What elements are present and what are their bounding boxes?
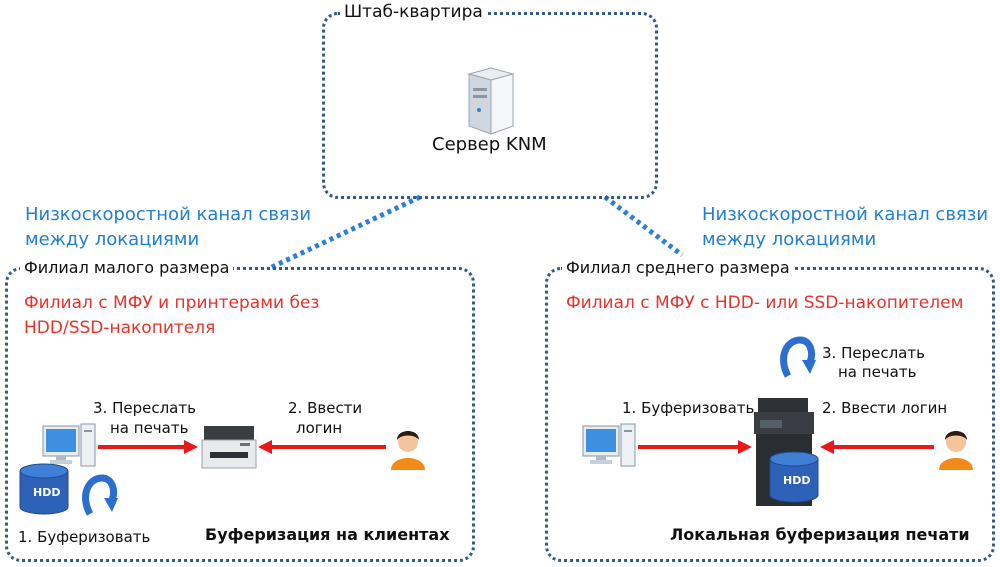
hdd-label-medium: HDD: [783, 474, 811, 487]
link-line-left: [268, 194, 422, 271]
hdd-icon: [19, 463, 69, 515]
medium-step3-line2: на печать: [838, 363, 917, 381]
branch-small-title: Филиал малого размера: [20, 258, 234, 277]
arrow-head-printer-left: [184, 440, 198, 454]
link-line-right: [603, 195, 684, 257]
link-label-right-1: Низкоскоростной канал связи: [702, 204, 989, 225]
hdd-icon-medium: [769, 451, 819, 503]
user-icon: [391, 431, 425, 470]
small-step2-line2: логин: [296, 419, 343, 437]
small-step2-line1: 2. Ввести: [288, 399, 363, 417]
computer-icon: [42, 423, 96, 467]
branch-medium-desc: Филиал с МФУ с HDD- или SSD-накопителем: [566, 293, 964, 313]
link-label-left-2: между локациями: [25, 229, 200, 250]
medium-step2: 2. Ввести логин: [822, 399, 948, 417]
printer-icon: [201, 426, 257, 469]
small-caption: Буферизация на клиентах: [205, 525, 450, 544]
small-step1: 1. Буферизовать: [18, 528, 151, 546]
link-label-right-2: между локациями: [702, 229, 877, 250]
hdd-label-small: HDD: [33, 486, 61, 499]
arrow-head-mfp-right: [820, 440, 834, 454]
server-label: Сервер KNM: [432, 134, 547, 155]
medium-step3-line1: 3. Переслать: [822, 344, 925, 362]
arrow-head-mfp-left: [738, 440, 752, 454]
branch-medium-title: Филиал среднего размера: [562, 258, 794, 277]
rotate-arrow-icon-medium: [780, 336, 816, 378]
rotate-arrow-icon: [82, 474, 118, 516]
small-step3-line1: 3. Переслать: [93, 399, 196, 417]
user-icon-medium: [939, 431, 973, 470]
arrow-head-printer-right: [258, 440, 272, 454]
medium-caption: Локальная буферизация печати: [670, 525, 970, 544]
branch-small-box: [5, 267, 475, 562]
branch-small-desc-1: Филиал с МФУ и принтерами без: [24, 293, 320, 313]
small-step3-line2: на печать: [110, 419, 189, 437]
computer-icon-medium: [582, 423, 636, 467]
server-icon: [467, 67, 515, 135]
hq-title: Штаб-квартира: [340, 2, 487, 22]
link-label-left-1: Низкоскоростной канал связи: [25, 204, 312, 225]
hq-box: [322, 12, 658, 199]
branch-small-desc-2: HDD/SSD-накопителя: [24, 318, 216, 338]
medium-step1: 1. Буферизовать: [622, 399, 755, 417]
